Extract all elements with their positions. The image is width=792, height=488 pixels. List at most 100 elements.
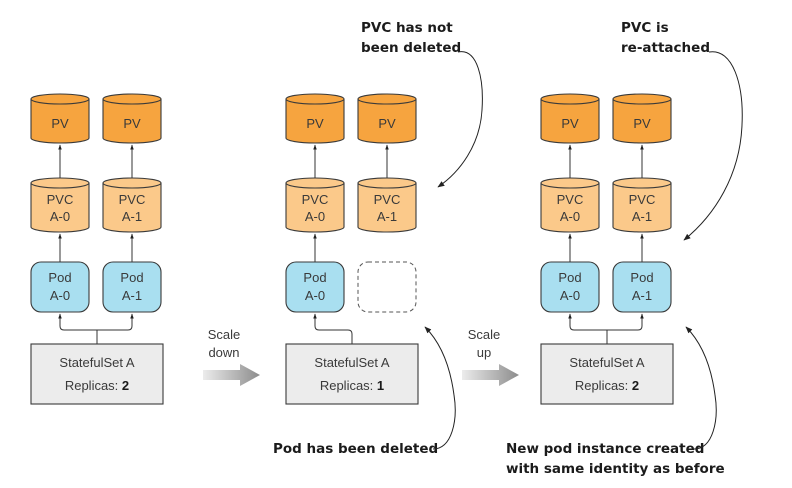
- scale-down-label-line1: Scale: [208, 327, 241, 342]
- pv-label: PV: [378, 116, 396, 131]
- pv-cylinder-top: [285, 93, 345, 105]
- callout-new-pod-line2: with same identity as before: [506, 461, 725, 477]
- pvc-cylinder: PVC A-1: [357, 177, 417, 233]
- pod-label-line2: A-1: [632, 288, 652, 303]
- pvc-cylinder: PVC A-0: [540, 177, 600, 233]
- pv-cylinder: PV: [357, 93, 417, 144]
- callout-pvc-not-deleted-line1: PVC has not: [361, 20, 453, 36]
- pvc-cylinder-top: [357, 177, 417, 189]
- pvc-cylinder-top: [612, 177, 672, 189]
- statefulset-box-shape: [285, 343, 419, 405]
- replicas-label: Replicas:: [65, 378, 118, 393]
- pv-cylinder-body: [285, 99, 345, 144]
- statefulset-name: StatefulSet A: [59, 355, 134, 370]
- statefulset-replicas: Replicas: 2: [65, 378, 129, 393]
- replicas-count: 2: [632, 378, 639, 393]
- callout-pvc-not-deleted-arrow-icon: [437, 51, 483, 188]
- pvc-label-line1: PVC: [557, 192, 584, 207]
- pv-label: PV: [51, 116, 69, 131]
- pv-cylinder-top: [540, 93, 600, 105]
- pvc-label-line1: PVC: [47, 192, 74, 207]
- callout-pod-deleted-arrow-icon: [424, 326, 456, 450]
- pod-label-line1: Pod: [630, 270, 653, 285]
- pv-cylinder-body: [612, 99, 672, 144]
- pod-label-line1: Pod: [48, 270, 71, 285]
- callout-new-pod: New pod instance created with same ident…: [506, 326, 725, 477]
- pod-label-line2: A-0: [50, 288, 70, 303]
- statefulset-box-shape: [540, 343, 674, 405]
- pv-cylinder-body: [540, 99, 600, 144]
- replicas-label: Replicas:: [320, 378, 373, 393]
- scale-down-label-line2: down: [208, 345, 239, 360]
- pv-cylinder: PV: [540, 93, 600, 144]
- callout-new-pod-arrow-icon: [685, 326, 717, 450]
- pvc-label-line2: A-1: [377, 209, 397, 224]
- pvc-label-line1: PVC: [119, 192, 146, 207]
- replicas-count: 2: [122, 378, 129, 393]
- callout-pvc-reattached-arrow-icon: [683, 51, 743, 241]
- pv-label: PV: [633, 116, 651, 131]
- pod-label-line2: A-0: [560, 288, 580, 303]
- stage-scaled-up: PVPVCA-0PVPVCA-1PodA-0PodA-1StatefulSet …: [540, 93, 674, 405]
- pvc-cylinder-top: [102, 177, 162, 189]
- statefulset-box: StatefulSet A Replicas: 2: [540, 343, 674, 405]
- pv-cylinder-top: [30, 93, 90, 105]
- pvc-cylinder-top: [30, 177, 90, 189]
- scale-up-arrow-icon: [462, 364, 519, 386]
- pvc-label-line2: A-1: [122, 209, 142, 224]
- pv-cylinder: PV: [285, 93, 345, 144]
- statefulset-name: StatefulSet A: [569, 355, 644, 370]
- pod-label-line2: A-1: [122, 288, 142, 303]
- pvc-cylinder: PVC A-0: [285, 177, 345, 233]
- pod-label-line1: Pod: [303, 270, 326, 285]
- replicas-count: 1: [377, 378, 384, 393]
- callout-pvc-reattached-line2: re-attached: [621, 40, 710, 56]
- pvc-cylinder: PVC A-1: [102, 177, 162, 233]
- pvc-cylinder-body: [540, 183, 600, 233]
- pv-cylinder: PV: [102, 93, 162, 144]
- pvc-cylinder-body: [102, 183, 162, 233]
- scale-up-label-line1: Scale: [468, 327, 501, 342]
- scale-down-transition: Scale down: [203, 327, 260, 386]
- pvc-cylinder-body: [30, 183, 90, 233]
- pvc-cylinder-body: [357, 183, 417, 233]
- scale-up-transition: Scale up: [462, 327, 519, 386]
- statefulset-to-pods-connector: [59, 318, 133, 344]
- pv-cylinder-body: [102, 99, 162, 144]
- statefulset-box: StatefulSet A Replicas: 1: [285, 343, 419, 405]
- pvc-label-line2: A-0: [50, 209, 70, 224]
- statefulset-box-shape: [30, 343, 164, 405]
- callout-pvc-reattached-line1: PVC is: [621, 20, 669, 36]
- pvc-cylinder-body: [612, 183, 672, 233]
- pv-cylinder-body: [30, 99, 90, 144]
- pvc-label-line1: PVC: [302, 192, 329, 207]
- statefulset-to-pods-connector: [569, 318, 643, 344]
- pvc-label-line1: PVC: [374, 192, 401, 207]
- statefulset-name: StatefulSet A: [314, 355, 389, 370]
- callout-pvc-not-deleted: PVC has not been deleted: [361, 20, 483, 188]
- pod-label-line1: Pod: [558, 270, 581, 285]
- pv-label: PV: [306, 116, 324, 131]
- pod-label-line1: Pod: [120, 270, 143, 285]
- pvc-cylinder: PVC A-0: [30, 177, 90, 233]
- scale-up-label-line2: up: [477, 345, 491, 360]
- pvc-label-line2: A-0: [305, 209, 325, 224]
- pv-cylinder-top: [612, 93, 672, 105]
- callout-pvc-reattached: PVC is re-attached: [621, 20, 743, 241]
- pod-label-line2: A-0: [305, 288, 325, 303]
- callout-pod-deleted-line1: Pod has been deleted: [273, 441, 438, 457]
- callout-pod-deleted: Pod has been deleted: [273, 326, 456, 457]
- pv-cylinder-top: [357, 93, 417, 105]
- deleted-pod-placeholder: [357, 261, 417, 313]
- replicas-label: Replicas:: [575, 378, 628, 393]
- pvc-label-line2: A-1: [632, 209, 652, 224]
- pvc-label-line2: A-0: [560, 209, 580, 224]
- pv-cylinder-body: [357, 99, 417, 144]
